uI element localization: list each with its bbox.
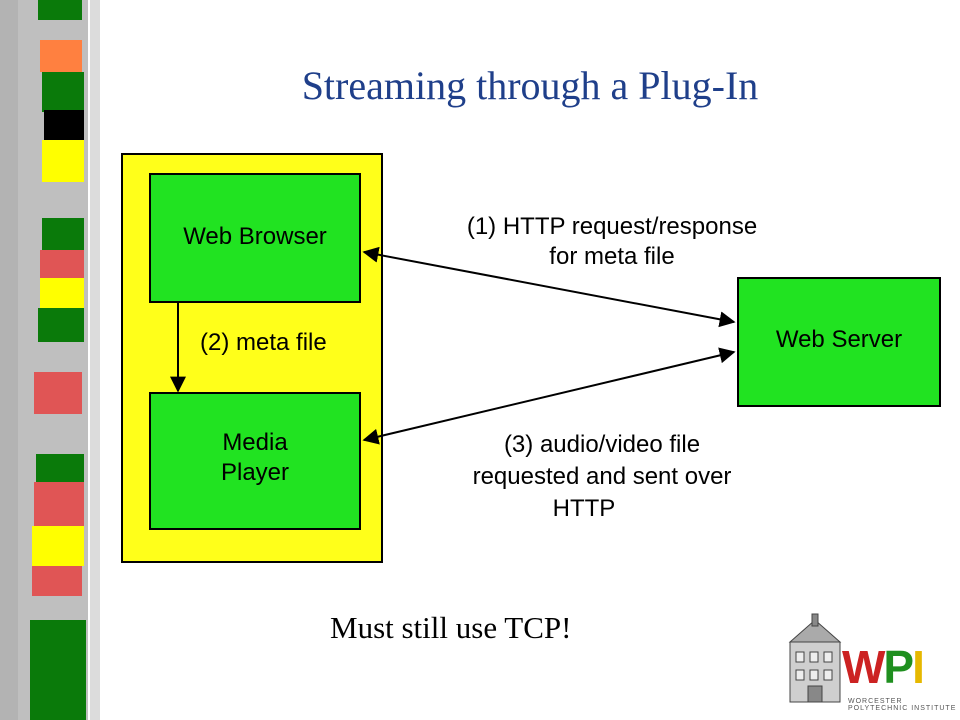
http-request-arrow	[362, 246, 736, 328]
web-server-label: Web Server	[776, 326, 902, 353]
wpi-logo-subtitle: WORCESTER POLYTECHNIC INSTITUTE	[848, 698, 957, 712]
web-browser-box	[149, 173, 361, 303]
decorative-sidebar	[0, 0, 100, 720]
audio-video-label-line1: (3) audio/video file	[504, 431, 700, 458]
http-request-label-line1: (1) HTTP request/response	[467, 213, 757, 240]
wpi-logo	[788, 613, 842, 703]
audio-video-label-line3: HTTP	[553, 495, 616, 522]
slide-title: Streaming through a Plug-In	[301, 63, 759, 108]
meta-file-label: (2) meta file	[200, 329, 327, 356]
wpi-logo-text: WPI	[842, 641, 925, 693]
audio-video-label-line2: requested and sent over	[473, 463, 732, 490]
web-browser-label: Web Browser	[183, 223, 327, 250]
audio-video-arrow	[362, 347, 736, 445]
media-player-box	[149, 392, 361, 530]
streaming-diagram: Web Browser Media Player Web Server (2) …	[121, 153, 941, 563]
tcp-note: Must still use TCP!	[330, 610, 572, 645]
media-player-label-line2: Player	[221, 459, 289, 486]
web-server-box	[737, 277, 941, 407]
media-player-label-line1: Media	[222, 429, 288, 456]
http-request-label-line2: for meta file	[549, 243, 674, 270]
